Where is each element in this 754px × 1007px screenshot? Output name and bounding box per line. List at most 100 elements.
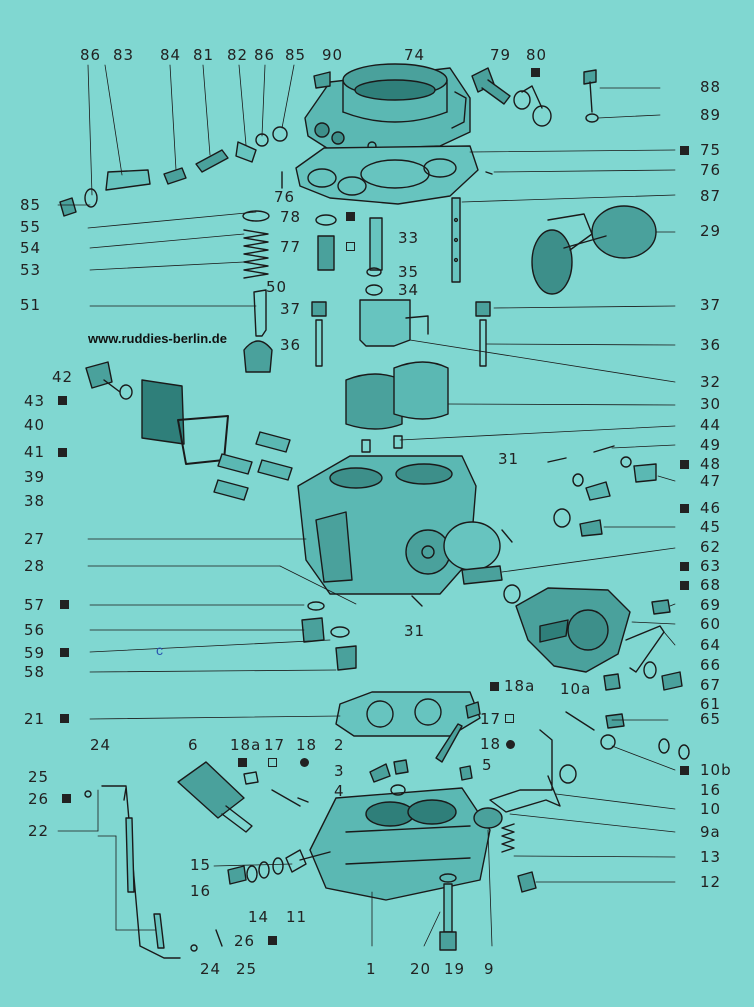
washer-80b	[532, 105, 552, 127]
callout-14: 14	[248, 908, 270, 926]
callout-79: 79	[490, 46, 512, 64]
choke-rod-22	[84, 785, 223, 959]
callout-37: 37	[700, 296, 722, 314]
marker-filled-dot	[300, 758, 309, 767]
callout-69: 69	[700, 596, 722, 614]
choke-parts	[59, 126, 288, 217]
callout-61: 61	[700, 695, 722, 713]
marker-filled-square	[346, 212, 355, 221]
marker-filled-square	[62, 794, 71, 803]
marker-filled-square	[60, 600, 69, 609]
callout-2: 2	[334, 736, 345, 754]
screw-12	[517, 871, 537, 893]
callout-18: 18	[296, 736, 318, 754]
callout-86: 86	[254, 46, 276, 64]
callout-10a: 10a	[560, 680, 592, 698]
callout-27: 27	[24, 530, 46, 548]
pump-housing-60	[515, 587, 631, 673]
screw-76b	[485, 171, 493, 175]
website-watermark: www.ruddies-berlin.de	[88, 331, 227, 346]
callout-84: 84	[160, 46, 182, 64]
right-side-small-parts	[547, 445, 657, 537]
callout-74: 74	[404, 46, 426, 64]
parts-17-18	[243, 771, 309, 807]
callout-64: 64	[700, 636, 722, 654]
callout-1: 1	[366, 960, 377, 978]
shaft-62	[461, 565, 521, 604]
callout-56: 56	[24, 621, 46, 639]
emulsion-tube-87	[451, 197, 461, 283]
float-29	[531, 205, 657, 295]
callout-30: 30	[700, 395, 722, 413]
callout-40: 40	[24, 416, 46, 434]
callout-31: 31	[498, 450, 520, 468]
callout-55: 55	[20, 218, 42, 236]
marker-filled-square	[60, 648, 69, 657]
marker-open-square	[505, 714, 514, 723]
carburetor-cover	[304, 63, 471, 151]
venturi-32	[359, 299, 429, 347]
banjo-bolt	[471, 67, 511, 105]
callout-31: 31	[404, 622, 426, 640]
screw-88	[583, 69, 599, 123]
float-needle-valve	[315, 214, 383, 296]
callout-66: 66	[700, 656, 722, 674]
carburetor-body	[297, 455, 501, 595]
marker-open-square	[268, 758, 277, 767]
callout-83: 83	[113, 46, 135, 64]
callout-87: 87	[700, 187, 722, 205]
fuel-filter-cover	[85, 361, 229, 465]
callout-20: 20	[410, 960, 432, 978]
callout-17: 17	[480, 710, 502, 728]
marker-filled-square	[58, 448, 67, 457]
marker-filled-dot	[506, 740, 515, 749]
callout-11: 11	[286, 908, 308, 926]
callout-67: 67	[700, 676, 722, 694]
callout-19: 19	[444, 960, 466, 978]
marker-open-square	[346, 242, 355, 251]
callout-6: 6	[188, 736, 199, 754]
callout-18a: 18a	[504, 677, 536, 695]
callout-57: 57	[24, 596, 46, 614]
callout-32: 32	[700, 373, 722, 391]
callout-89: 89	[700, 106, 722, 124]
callout-37: 37	[280, 300, 302, 318]
callout-50: 50	[266, 278, 288, 296]
throttle-linkage	[473, 711, 690, 829]
callout-17: 17	[264, 736, 286, 754]
callout-34: 34	[398, 281, 420, 299]
callout-15: 15	[190, 856, 212, 874]
marker-filled-square	[58, 396, 67, 405]
marker-filled-square	[268, 936, 277, 945]
callout-78: 78	[280, 208, 302, 226]
callout-53: 53	[20, 261, 42, 279]
callout-85: 85	[20, 196, 42, 214]
callout-36: 36	[280, 336, 302, 354]
callout-9: 9	[484, 960, 495, 978]
callout-29: 29	[700, 222, 722, 240]
throttle-base-1	[309, 787, 491, 901]
callout-24: 24	[200, 960, 222, 978]
callout-41: 41	[24, 443, 46, 461]
idle-jets	[213, 431, 293, 501]
left-bottom-jets	[301, 601, 357, 671]
air-correction-jets	[311, 301, 491, 367]
callout-18a: 18a	[230, 736, 262, 754]
needle-17	[435, 723, 463, 763]
callout-90: 90	[322, 46, 344, 64]
callout-25: 25	[28, 768, 50, 786]
marker-filled-square	[680, 766, 689, 775]
callout-44: 44	[700, 416, 722, 434]
callout-22: 22	[28, 822, 50, 840]
callout-4: 4	[334, 782, 345, 800]
callout-18: 18	[480, 735, 502, 753]
callout-85: 85	[285, 46, 307, 64]
callout-51: 51	[20, 296, 42, 314]
callout-77: 77	[280, 238, 302, 256]
callout-35: 35	[398, 263, 420, 281]
callout-3: 3	[334, 762, 345, 780]
choke-tubes-30	[345, 361, 449, 430]
callout-49: 49	[700, 436, 722, 454]
callout-39: 39	[24, 468, 46, 486]
